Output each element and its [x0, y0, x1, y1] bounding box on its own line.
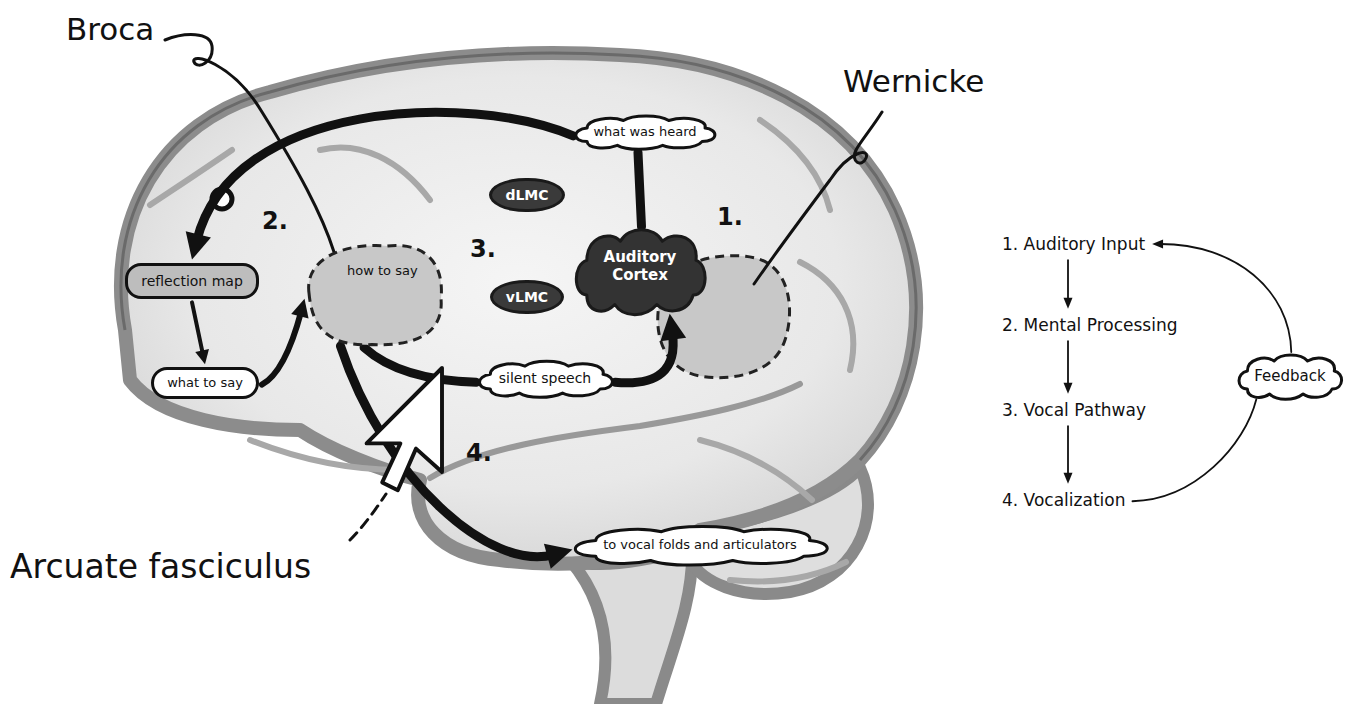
- arrow-head: [195, 349, 209, 364]
- blob-shape: [309, 246, 442, 345]
- node-text: what to say: [167, 375, 243, 391]
- arrow-head: [544, 544, 573, 569]
- speech-cloud: what was heard: [569, 113, 720, 151]
- cloud-shape: [576, 116, 715, 149]
- callout-number: 4.: [466, 440, 492, 468]
- node-text: how to say: [347, 263, 439, 279]
- pointer-arrow: [367, 368, 442, 490]
- connector: [1132, 399, 1256, 501]
- node-text: to vocal folds and articulators: [603, 537, 797, 553]
- connector-line: [1067, 426, 1069, 475]
- node-text: 3. Vocal Pathway: [1002, 400, 1146, 420]
- connector-line: [192, 302, 203, 354]
- brainstem: [570, 548, 692, 704]
- feedback-cloud: Feedback: [1234, 351, 1345, 401]
- callout-number: 3.: [470, 236, 496, 264]
- connector-line: [1067, 341, 1069, 385]
- connector-line: [1132, 399, 1256, 501]
- blob-outline: [297, 237, 447, 349]
- arrow-head: [1064, 473, 1073, 484]
- node-text: Auditory Cortex: [596, 248, 684, 284]
- gyri: [150, 120, 853, 581]
- sulcus: [430, 384, 800, 478]
- connector-line: [1160, 244, 1291, 352]
- step-text: 3. Vocal Pathway: [998, 398, 1150, 422]
- node-text: vLMC: [506, 289, 548, 306]
- connector-line: [638, 152, 642, 226]
- gyrus: [700, 440, 812, 500]
- leader-line: [754, 112, 882, 284]
- connector: [615, 314, 686, 383]
- arrow-head: [1064, 298, 1073, 309]
- arrow-head: [1064, 383, 1073, 394]
- tract-label: Arcuate fasciculus: [10, 548, 311, 586]
- arrow-head: [186, 231, 211, 259]
- cloud-shape: [1239, 355, 1342, 399]
- region-label: Wernicke: [843, 64, 984, 100]
- leader-line: [350, 494, 386, 540]
- step-text: 2. Mental Processing: [998, 313, 1182, 337]
- cloud-shape: [479, 361, 612, 397]
- node-text: Feedback: [1254, 367, 1325, 385]
- connector: [638, 152, 642, 226]
- callout-number: 2.: [262, 208, 288, 236]
- step-text: 1. Auditory Input: [998, 232, 1149, 256]
- speech-cloud: silent speech: [473, 358, 617, 399]
- node-text: silent speech: [499, 370, 591, 387]
- node-text: 4. Vocalization: [1002, 490, 1125, 510]
- arrow-head: [660, 314, 686, 342]
- step-text: 4. Vocalization: [998, 488, 1129, 512]
- connector: [1152, 239, 1291, 352]
- cortex-cloud: Auditory Cortex: [570, 222, 710, 318]
- node-text: what was heard: [593, 124, 696, 140]
- connector: [186, 112, 574, 259]
- connector-line: [364, 347, 476, 382]
- brain-edge: [121, 53, 916, 460]
- process-box: what to say: [151, 367, 259, 399]
- cloud-shape: [575, 527, 827, 566]
- broca-area: how to say: [297, 237, 447, 349]
- connector-line: [197, 112, 573, 240]
- connector-line: [262, 312, 301, 385]
- area-ellipse: dLMC: [489, 178, 564, 213]
- node-text: 1. Auditory Input: [1002, 234, 1145, 254]
- speech-cloud: to vocal folds and articulators: [563, 523, 837, 567]
- node-text: dLMC: [505, 187, 548, 204]
- connector: [1064, 341, 1073, 394]
- connector: [192, 302, 209, 364]
- connector: [1064, 426, 1073, 484]
- cloud-shape: [576, 230, 705, 315]
- callout-number: 1.: [717, 204, 743, 232]
- leader-line: [165, 35, 334, 252]
- node-text: 2. Mental Processing: [1002, 315, 1178, 335]
- process-box: reflection map: [125, 263, 259, 300]
- region-label: Broca: [66, 12, 154, 48]
- cerebellum-fold: [730, 562, 846, 581]
- gyrus: [800, 262, 853, 370]
- arrow-head: [1152, 239, 1163, 248]
- node-text: reflection map: [141, 273, 243, 290]
- arrow-head: [291, 299, 308, 319]
- connector: [262, 299, 309, 385]
- gyrus: [320, 147, 430, 200]
- connector: [364, 347, 476, 382]
- connector-line: [1067, 260, 1069, 300]
- connector: [1064, 260, 1073, 309]
- cerebrum: [121, 53, 916, 564]
- area-ellipse: vLMC: [490, 280, 564, 315]
